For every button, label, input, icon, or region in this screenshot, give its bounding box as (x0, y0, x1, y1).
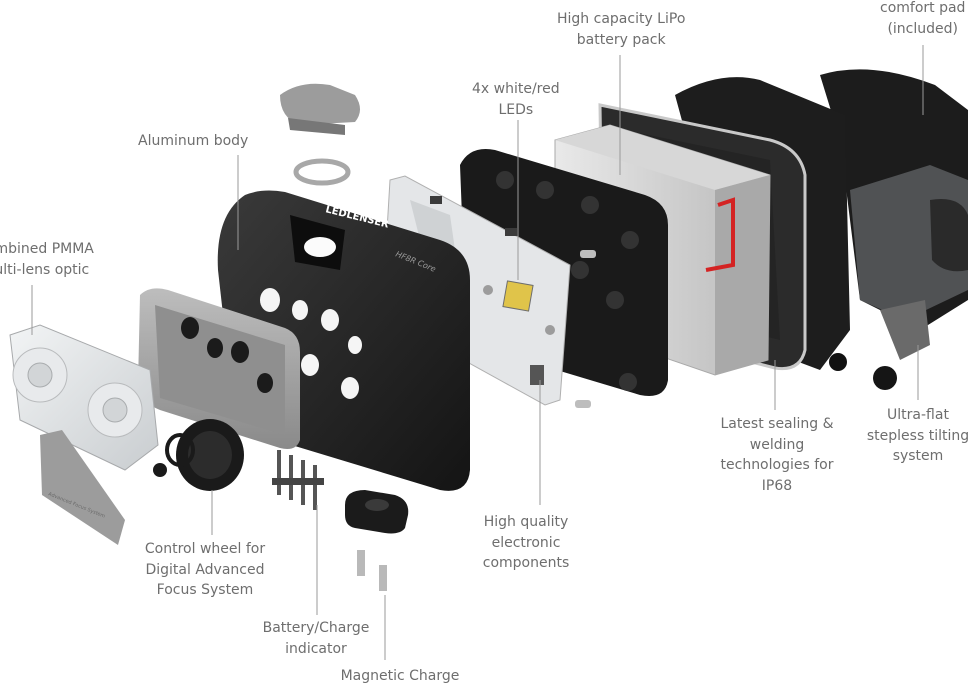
multi-lens-optic (9, 324, 159, 471)
leds-label: 4x white/red LEDs (472, 79, 560, 120)
electronics-line-2: electronic (491, 534, 561, 551)
indicator-line-1: Battery/Charge (262, 620, 370, 636)
sealing-label: Latest sealing & welding technologies fo… (718, 414, 836, 496)
leader-lines (31, 45, 924, 660)
tilting-line-1: Ultra-flat (887, 407, 949, 423)
magnetic-charge-line-1: Magnetic Charge (340, 668, 460, 684)
front-bezel (138, 288, 300, 449)
magnetic-charger (345, 490, 409, 591)
tilt-knob (873, 366, 897, 390)
tilting-label: Ultra-flat stepless tilting system (866, 405, 970, 467)
leds-line-2: LEDs (498, 101, 534, 118)
control-wheel-label: Control wheel for Digital Advanced Focus… (142, 539, 268, 601)
headband-mount (820, 69, 968, 360)
battery-pack-label: High capacity LiPo battery pack (557, 9, 685, 50)
magnetic-charge-label: Magnetic Charge (339, 666, 461, 687)
electronics-line-3: components (482, 555, 570, 571)
aluminum-body-line-1: Aluminum body (138, 133, 249, 149)
optic-label: Combined PMMA multi-lens optic (0, 239, 100, 280)
comfort-pad-label: comfort pad (included) (880, 0, 965, 39)
sealing-line-4: IP68 (761, 477, 793, 494)
optic-line-2: multi-lens optic (0, 261, 90, 278)
electronics-label: High quality electronic components (480, 512, 572, 574)
indicator-label: Battery/Charge indicator (260, 618, 372, 659)
leds-line-1: 4x white/red (472, 81, 560, 97)
sealing-line-3: technologies for (720, 457, 834, 473)
optic-line-1: Combined PMMA (0, 241, 94, 257)
electronics-line-1: High quality (483, 514, 569, 530)
control-wheel-line-2: Digital Advanced (145, 561, 265, 578)
led-chip (502, 280, 534, 312)
control-wheel-line-1: Control wheel for (144, 541, 266, 557)
indicator-line-2: indicator (285, 640, 347, 657)
indicator-pins (272, 450, 324, 510)
tilting-line-3: system (892, 448, 944, 464)
sealing-line-2: welding (749, 436, 805, 453)
tilting-line-2: stepless tilting (866, 427, 970, 444)
comfort-pad-line-2: (included) (887, 20, 958, 37)
battery-pack-line-1: High capacity LiPo (557, 11, 686, 27)
sealing-line-1: Latest sealing & (720, 416, 834, 432)
control-wheel-line-3: Focus System (156, 582, 254, 598)
top-knob (280, 83, 360, 186)
battery-pack-line-2: battery pack (576, 31, 666, 48)
aluminum-body-label: Aluminum body (138, 131, 248, 152)
comfort-pad-line-1: comfort pad (880, 0, 966, 16)
control-wheel (153, 419, 244, 491)
